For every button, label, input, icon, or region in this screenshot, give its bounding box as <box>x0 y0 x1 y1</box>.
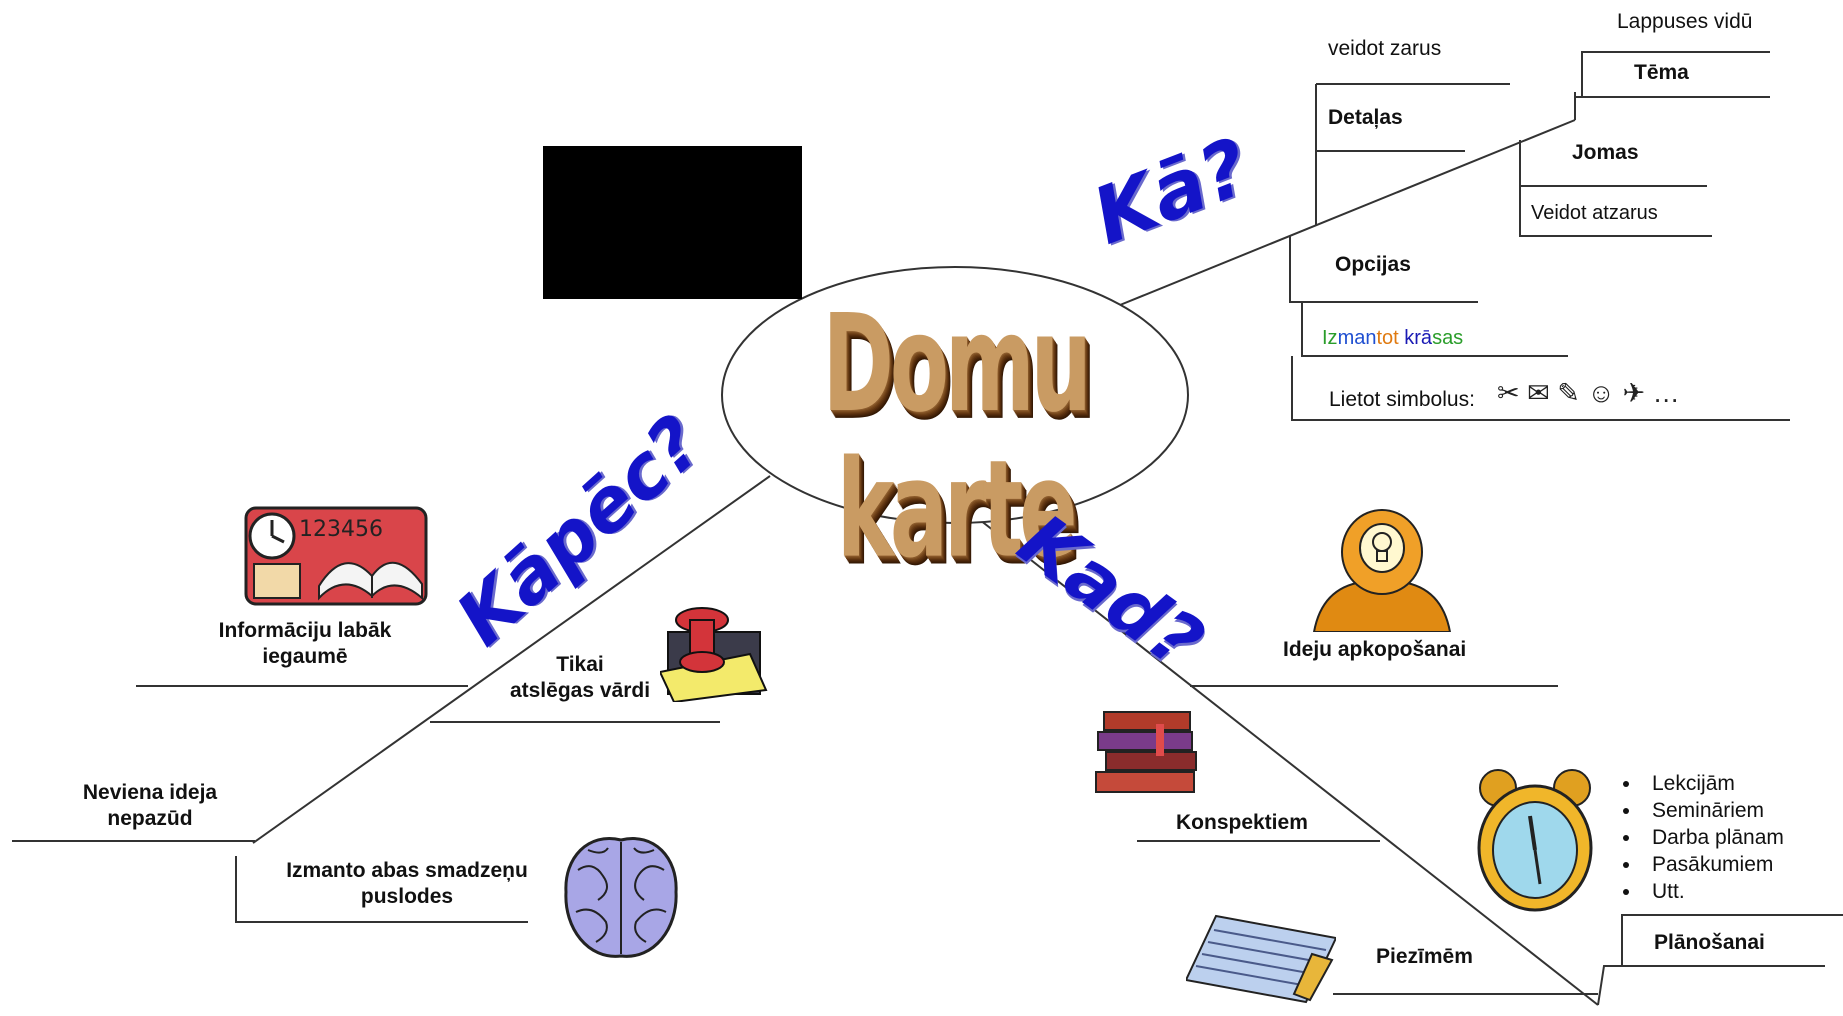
book-clock-icon: 123456 <box>244 506 428 606</box>
label-opcijas: Opcijas <box>1335 253 1411 276</box>
label-lappuses-vidu: Lappuses vidū <box>1617 10 1753 33</box>
label-izmanto-line2: puslodes <box>360 885 454 908</box>
krasas-part-3: tot <box>1376 327 1399 349</box>
label-informaciju-line2: iegaumē <box>262 645 348 668</box>
list-item: Utt. <box>1642 878 1784 905</box>
center-title: Domu karte <box>822 286 1092 589</box>
planning-list: Lekcijām Semināriem Darba plānam Pasākum… <box>1620 770 1784 905</box>
label-piezimem: Piezīmēm <box>1376 945 1473 968</box>
label-detalas: Detaļas <box>1328 106 1403 129</box>
label-planosanai: Plānošanai <box>1654 931 1765 954</box>
books-stack-icon <box>1095 711 1197 793</box>
list-item: Darba plānam <box>1642 824 1784 851</box>
krasas-part-4: krā <box>1398 327 1433 349</box>
list-item: Lekcijām <box>1642 770 1784 797</box>
label-veidot-zarus: veidot zarus <box>1328 37 1442 60</box>
label-tema: Tēma <box>1634 61 1689 84</box>
list-item: Pasākumiem <box>1642 851 1784 878</box>
krasas-part-2: man <box>1337 327 1377 349</box>
label-izmanto-line1: Izmanto abas smadzeņu <box>286 859 528 882</box>
label-izmantot-krasas: Izmantot krāsas <box>1322 325 1463 351</box>
label-ideju-apkoposanai: Ideju apkopošanai <box>1283 638 1467 661</box>
krasas-part-1: Iz <box>1322 327 1338 349</box>
label-neviena: Neviena ideja nepazūd <box>50 780 250 832</box>
notepad-icon <box>1186 914 1336 1004</box>
label-neviena-line1: Neviena ideja <box>82 781 218 804</box>
alarm-clock-icon <box>1477 769 1593 912</box>
redacted-block <box>543 146 802 299</box>
krasas-part-5: sas <box>1432 327 1464 349</box>
label-neviena-line2: nepazūd <box>107 807 193 830</box>
brain-icon <box>564 837 678 958</box>
label-informaciju-line1: Informāciju labāk <box>218 619 392 642</box>
idea-head-icon <box>1312 509 1452 632</box>
label-informaciju: Informāciju labāk iegaumē <box>190 618 420 670</box>
label-konspektiem: Konspektiem <box>1176 811 1308 834</box>
symbols-icons: ✂ ✉ ✎ ☺ ✈ … <box>1497 378 1680 408</box>
label-tikai-line2: atslēgas vārdi <box>509 679 651 702</box>
pushpin-icon <box>660 607 768 702</box>
label-tikai: Tikai atslēgas vārdi <box>480 652 680 704</box>
label-tikai-line1: Tikai <box>556 653 604 676</box>
label-izmanto: Izmanto abas smadzeņu puslodes <box>262 858 552 910</box>
label-veidot-atzarus: Veidot atzarus <box>1531 202 1658 224</box>
svg-text:123456: 123456 <box>299 517 383 542</box>
list-item: Semināriem <box>1642 797 1784 824</box>
label-jomas: Jomas <box>1572 141 1639 164</box>
label-lietot-simbolus: Lietot simbolus: <box>1329 388 1475 411</box>
